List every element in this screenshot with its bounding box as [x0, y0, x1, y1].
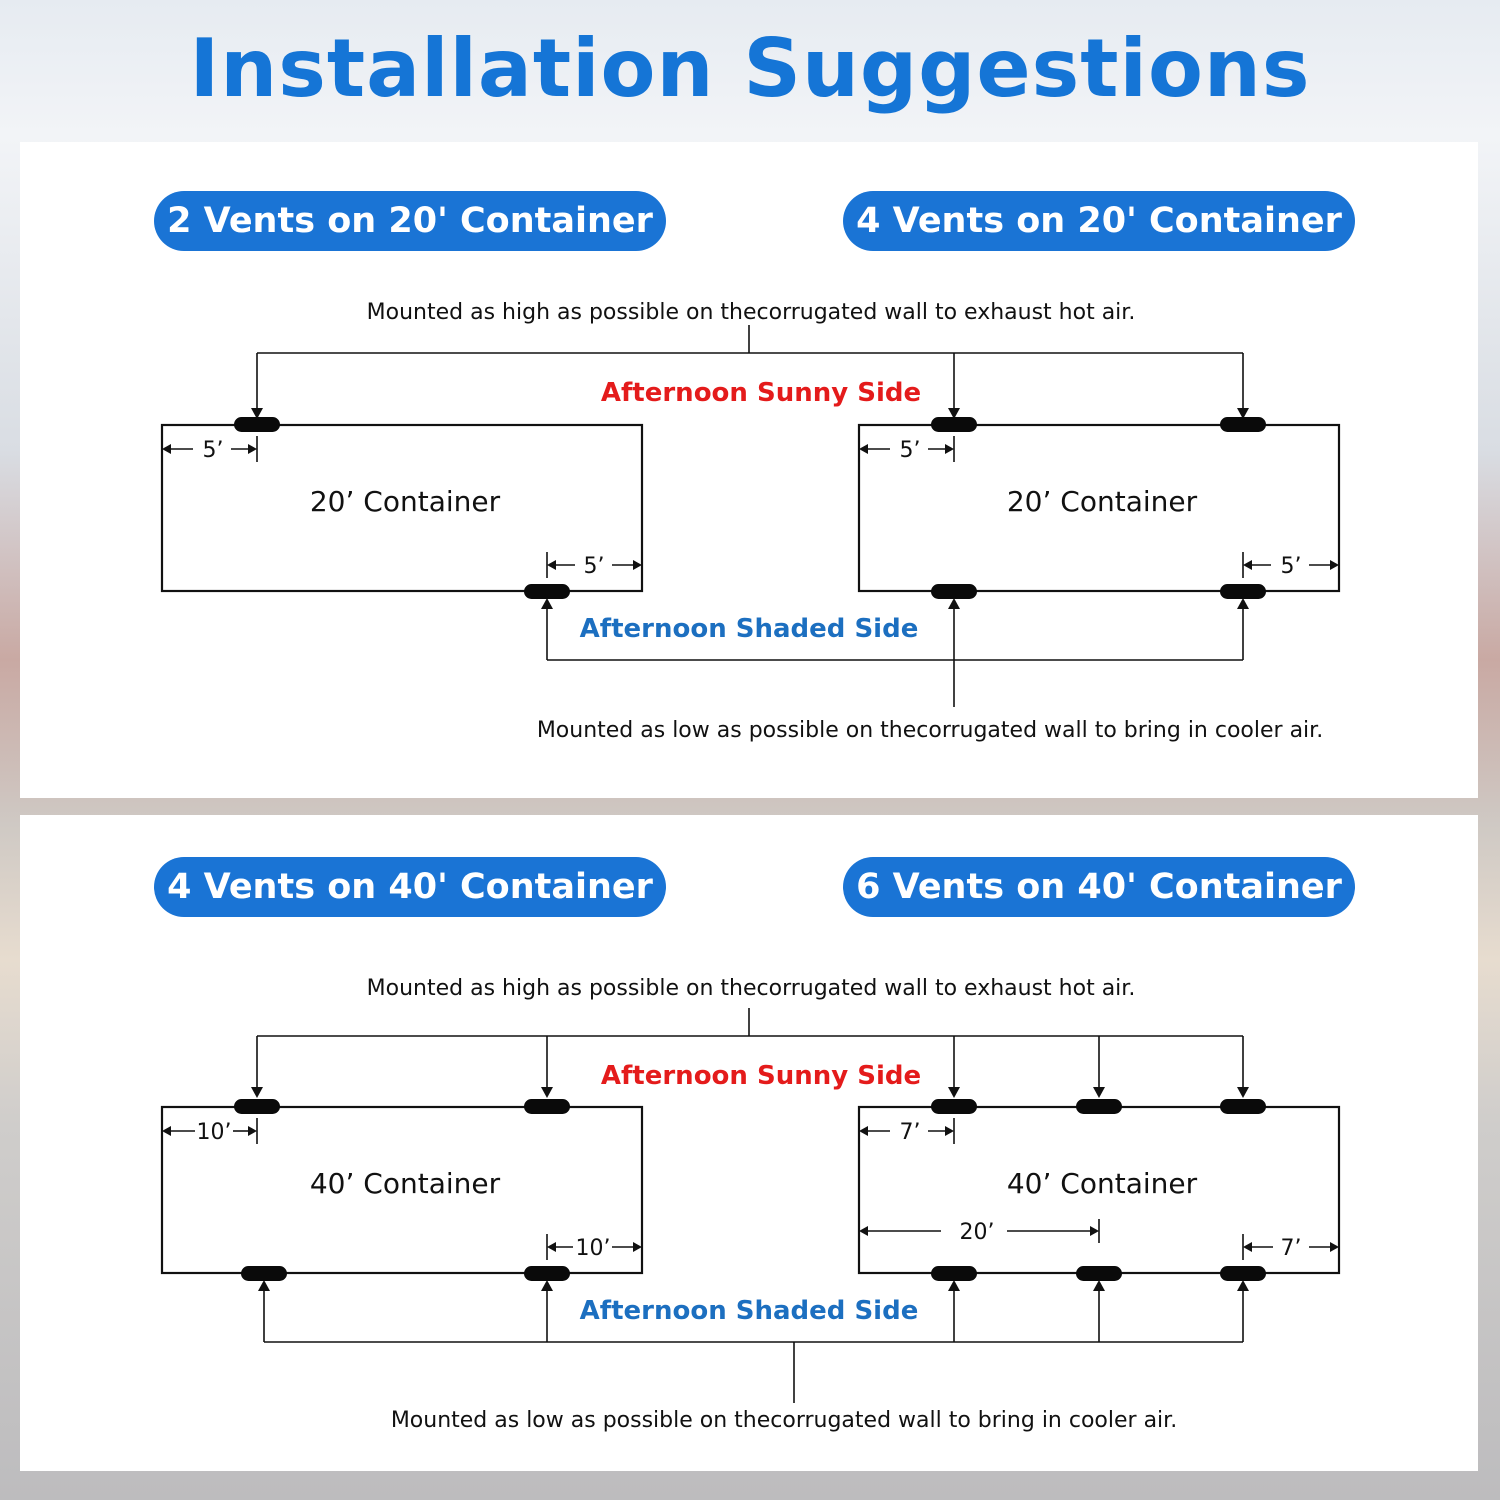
dimension-label: 10’: [197, 1120, 232, 1145]
dimension-label: 5’: [584, 554, 605, 579]
arrow-up-icon: [1093, 1280, 1105, 1291]
top-note: Mounted as high as possible on thecorrug…: [367, 976, 1136, 1001]
arrow-up-icon: [541, 1280, 553, 1291]
vent-top: [1076, 1099, 1122, 1114]
heading-4-vents-40ft: 4 Vents on 40' Container: [154, 857, 666, 917]
container-outline: [160, 423, 644, 593]
top-connector-lines: [251, 1008, 1249, 1098]
vent-bottom: [524, 584, 570, 599]
arrow-down-icon: [251, 408, 263, 419]
container-right: 40’ Container 7’ 20’: [857, 1099, 1341, 1281]
arrow-down-icon: [251, 1087, 263, 1098]
vent-bottom: [241, 1266, 287, 1281]
vent-layout-diagram-40ft: Mounted as high as possible on thecorrug…: [160, 976, 1341, 1433]
container-right: 20’ Container 5’ 5’: [857, 417, 1341, 599]
heading-2-vents-20ft: 2 Vents on 20' Container: [154, 191, 666, 251]
container-left: 20’ Container 5’ 5’: [160, 417, 644, 599]
sunny-side-label: Afternoon Sunny Side: [601, 1061, 921, 1091]
vent-bottom: [1220, 584, 1266, 599]
arrow-up-icon: [1237, 1280, 1249, 1291]
dimension-label: 7’: [900, 1120, 921, 1145]
container-outline: [160, 1105, 644, 1275]
vent-layout-diagram-20ft: Mounted as high as possible on thecorrug…: [160, 300, 1341, 743]
arrow-up-icon: [1237, 598, 1249, 609]
bottom-connector-lines: [541, 598, 1249, 707]
heading-6-vents-40ft: 6 Vents on 40' Container: [843, 857, 1355, 917]
dimension-label: 5’: [203, 438, 224, 463]
top-connector-lines: [251, 325, 1249, 419]
shaded-side-label: Afternoon Shaded Side: [580, 614, 919, 644]
dimension-middle: 20’: [859, 1219, 1100, 1245]
vent-top: [1220, 1099, 1266, 1114]
vent-bottom: [1076, 1266, 1122, 1281]
container-label: 40’ Container: [310, 1167, 501, 1200]
heading-4-vents-20ft: 4 Vents on 20' Container: [843, 191, 1355, 251]
dimension-top-left: 5’: [858, 436, 955, 463]
arrow-down-icon: [1093, 1087, 1105, 1098]
vent-top: [234, 417, 280, 432]
container-label: 20’ Container: [1007, 485, 1198, 518]
dimension-top-left: 7’: [858, 1118, 955, 1145]
dimension-bottom-right: 7’: [1242, 1234, 1340, 1261]
arrow-up-icon: [541, 598, 553, 609]
dimension-label: 5’: [900, 438, 921, 463]
vent-bottom: [931, 584, 977, 599]
dimension-label: 7’: [1281, 1236, 1302, 1261]
vent-bottom: [931, 1266, 977, 1281]
dimension-top-left: 5’: [161, 436, 258, 463]
panel-20ft: 2 Vents on 20' Container 4 Vents on 20' …: [20, 142, 1478, 798]
vent-top: [234, 1099, 280, 1114]
vent-top: [524, 1099, 570, 1114]
arrow-up-icon: [258, 1280, 270, 1291]
arrow-up-icon: [948, 598, 960, 609]
vent-top: [931, 1099, 977, 1114]
arrow-up-icon: [948, 1280, 960, 1291]
vent-top: [931, 417, 977, 432]
arrow-down-icon: [1237, 408, 1249, 419]
dimension-top-left: 10’: [161, 1118, 258, 1145]
container-left: 40’ Container 10’ 10’: [160, 1099, 644, 1281]
dimension-label: 5’: [1281, 554, 1302, 579]
dimension-bottom-right: 5’: [546, 552, 643, 579]
dimension-bottom-right: 10’: [546, 1234, 643, 1261]
arrow-down-icon: [541, 1087, 553, 1098]
page-title: Installation Suggestions: [189, 22, 1311, 115]
vent-bottom: [1220, 1266, 1266, 1281]
sunny-side-label: Afternoon Sunny Side: [601, 378, 921, 408]
bottom-note: Mounted as low as possible on thecorruga…: [391, 1408, 1177, 1433]
container-label: 40’ Container: [1007, 1167, 1198, 1200]
bottom-connector-lines: [258, 1280, 1249, 1403]
vent-bottom: [524, 1266, 570, 1281]
bottom-note: Mounted as low as possible on thecorruga…: [537, 718, 1323, 743]
shaded-side-label: Afternoon Shaded Side: [580, 1296, 919, 1326]
arrow-down-icon: [948, 408, 960, 419]
vent-top: [1220, 417, 1266, 432]
panel-40ft: 4 Vents on 40' Container 6 Vents on 40' …: [20, 815, 1478, 1471]
dimension-bottom-right: 5’: [1242, 552, 1340, 579]
top-note: Mounted as high as possible on thecorrug…: [367, 300, 1136, 325]
container-label: 20’ Container: [310, 485, 501, 518]
arrow-down-icon: [1237, 1087, 1249, 1098]
arrow-down-icon: [948, 1087, 960, 1098]
container-outline: [857, 423, 1341, 593]
dimension-label: 10’: [576, 1236, 611, 1261]
dimension-label: 20’: [960, 1220, 995, 1245]
